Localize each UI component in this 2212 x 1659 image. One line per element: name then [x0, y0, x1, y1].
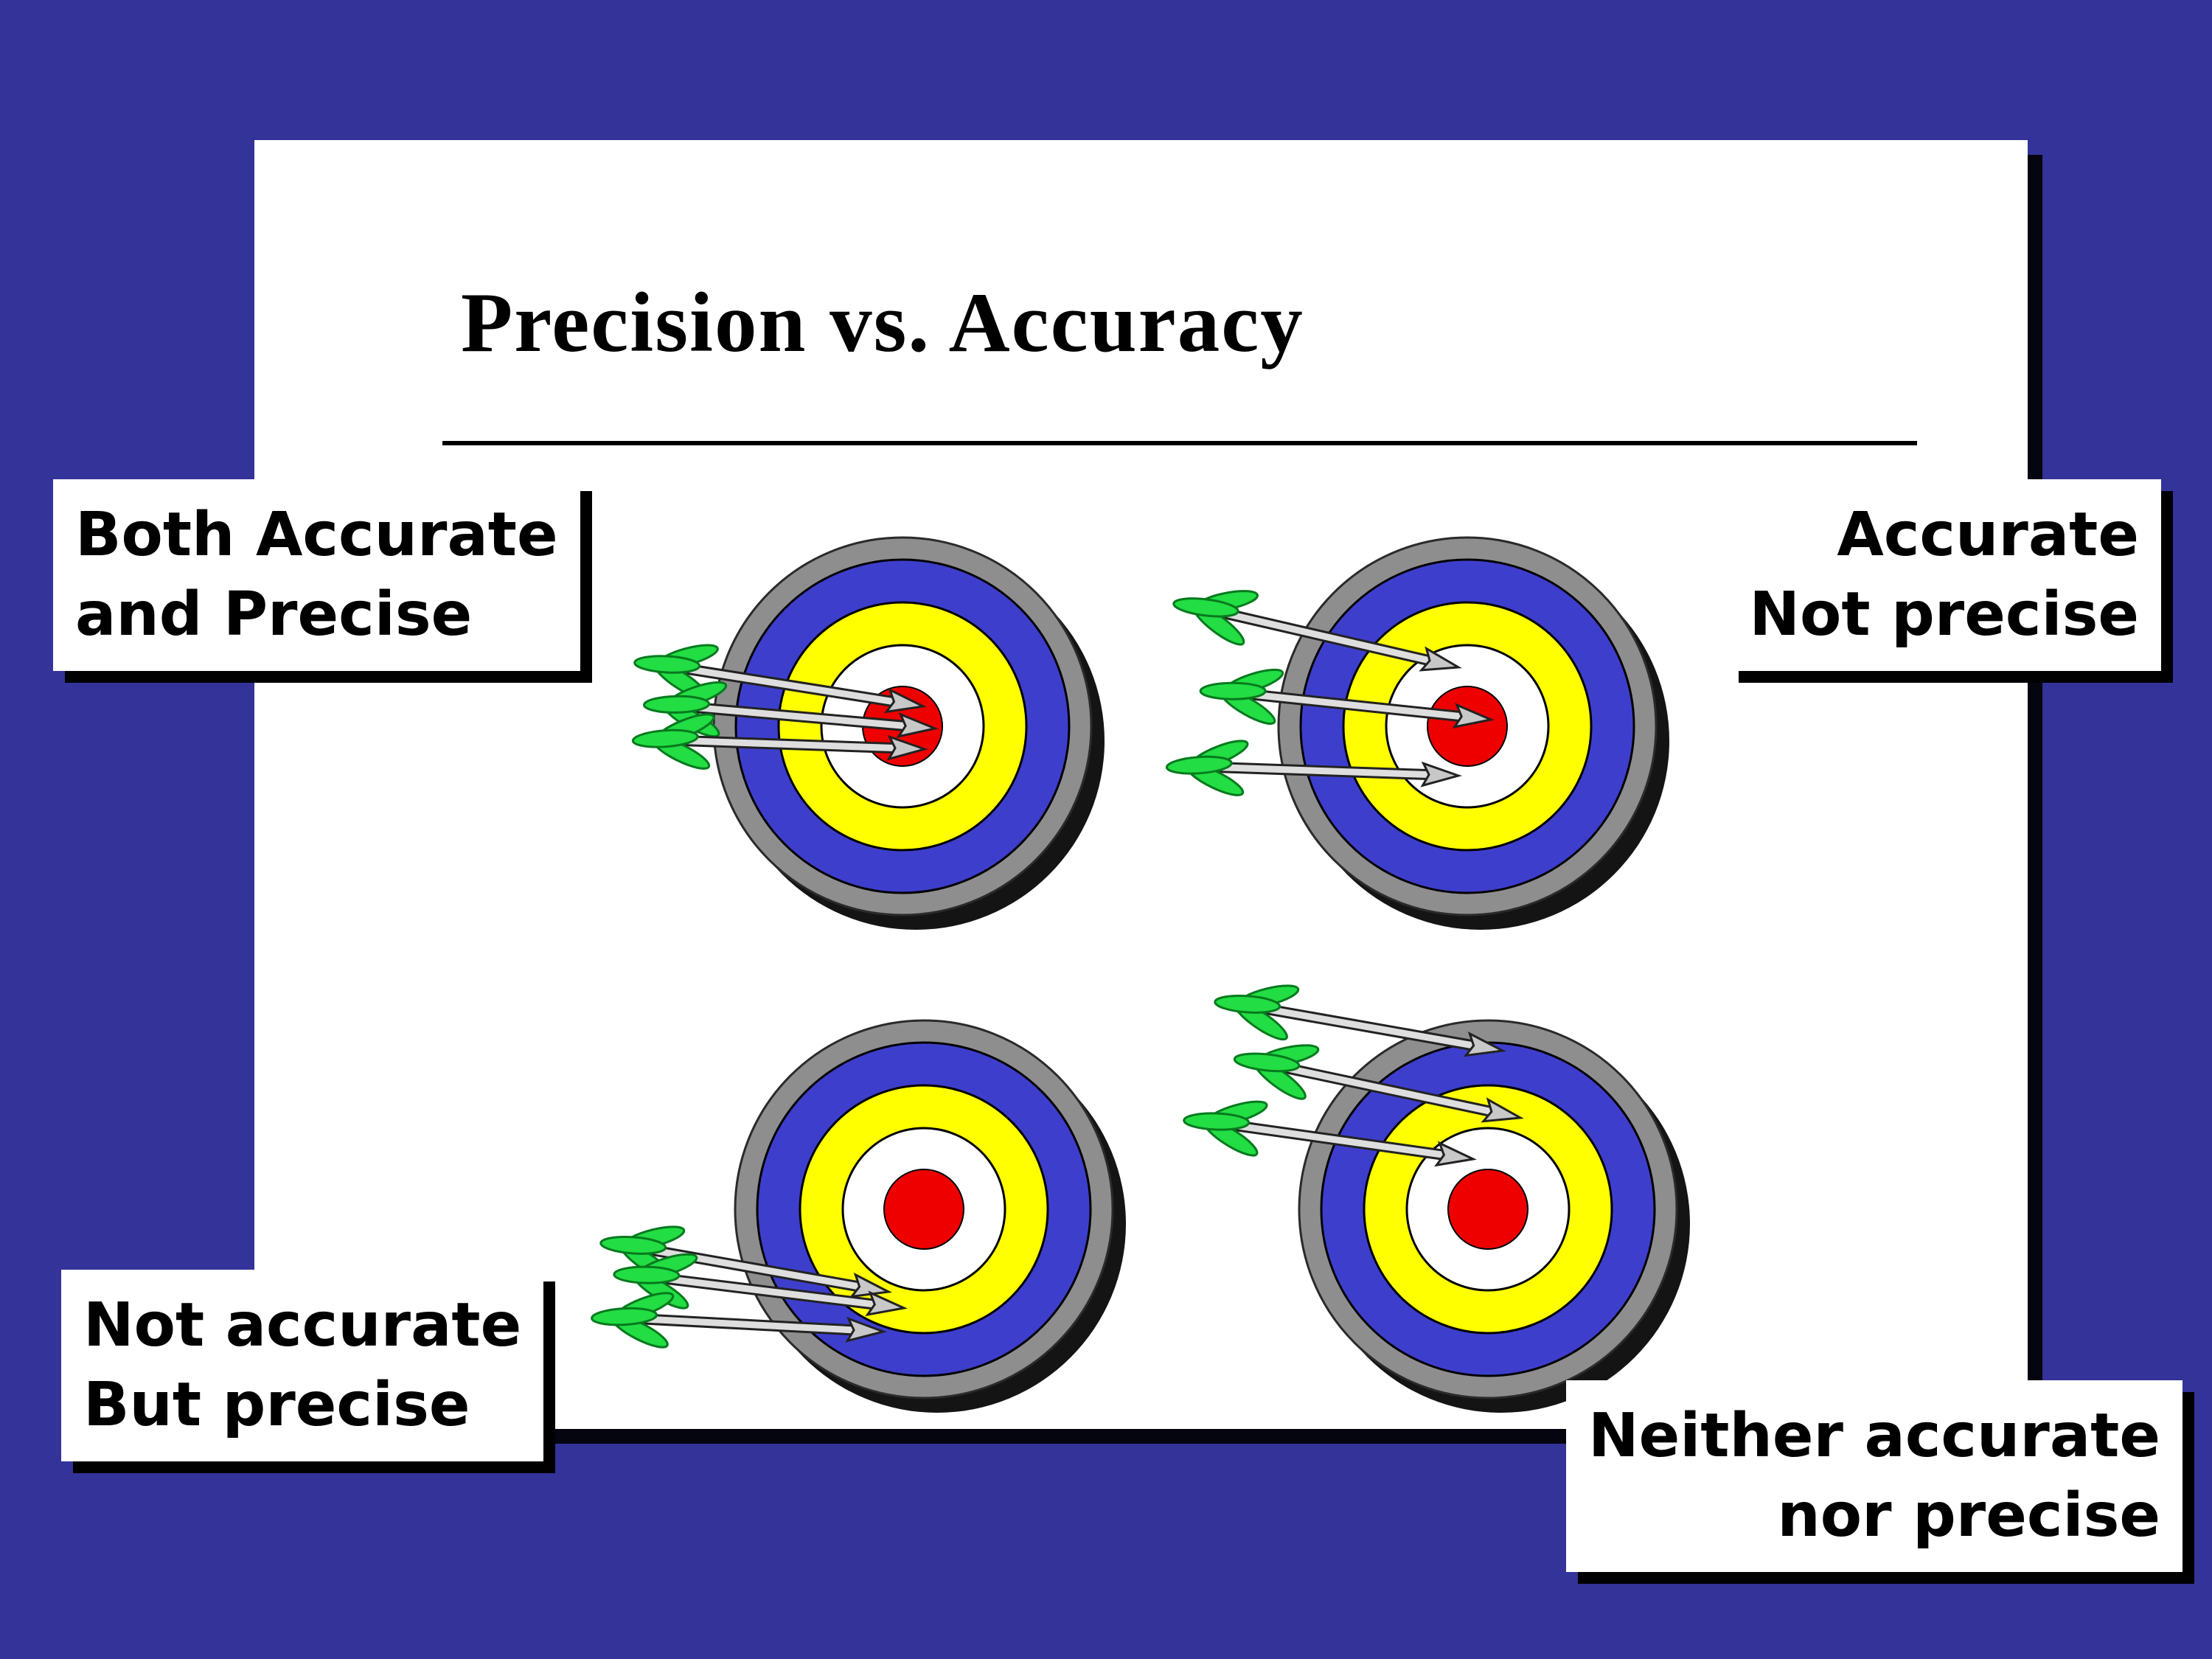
caption-line: nor precise [1777, 1481, 2160, 1551]
target-not-accurate-but-precise [588, 1019, 1127, 1414]
caption-neither-accurate-nor-precise: Neither accurate nor precise [1565, 1380, 2183, 1573]
target-accurate-not-precise [1164, 536, 1671, 931]
caption-line: Not accurate [83, 1290, 522, 1360]
target-neither-accurate-nor-precise [1178, 967, 1691, 1414]
caption-line: Not precise [1749, 580, 2139, 650]
caption-line: But precise [83, 1370, 470, 1441]
caption-line: Accurate [1837, 500, 2139, 570]
bullseye-target [734, 1019, 1127, 1414]
caption-not-accurate-but-precise: Not accurate But precise [61, 1270, 544, 1462]
caption-line: Neither accurate [1587, 1401, 2160, 1471]
target-both-accurate-precise [627, 536, 1106, 931]
title-underline [442, 441, 1917, 445]
caption-line: and Precise [75, 580, 473, 650]
caption-accurate-not-precise: Accurate Not precise [1727, 479, 2161, 672]
caption-line: Both Accurate [75, 500, 558, 570]
caption-both-accurate-precise: Both Accurate and Precise [53, 479, 580, 672]
bullseye-target [1277, 536, 1671, 931]
slide-title: Precision vs. Accuracy [461, 276, 1304, 369]
slide [254, 140, 2028, 1429]
